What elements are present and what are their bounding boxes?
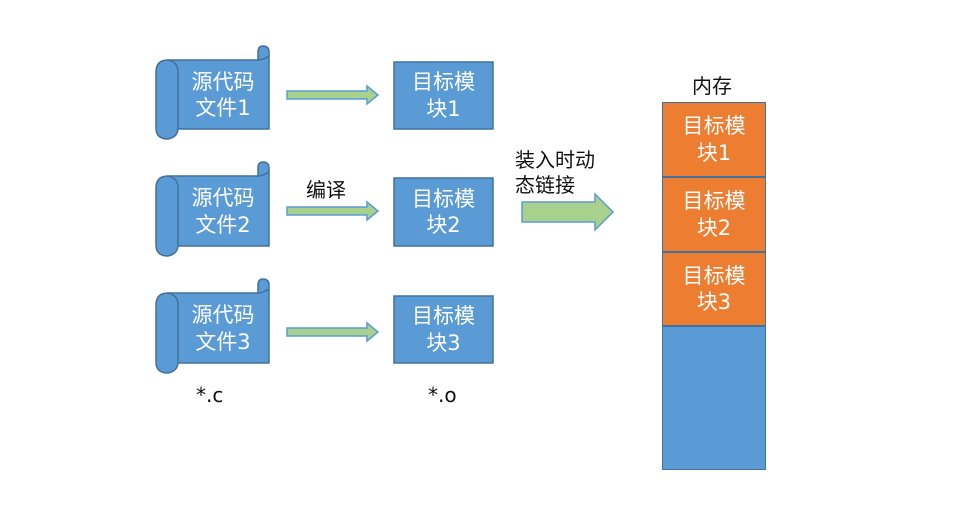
source-scroll-1 bbox=[155, 45, 270, 140]
module-box-3 bbox=[393, 295, 494, 364]
object-extension-label: *.o bbox=[428, 383, 457, 407]
memory-free-space bbox=[662, 326, 766, 470]
module-label-2: 目标模 块2 bbox=[412, 186, 475, 237]
source-label-2: 源代码 文件2 bbox=[191, 186, 255, 237]
source-label-3: 源代码 文件3 bbox=[191, 303, 255, 354]
source-scroll-3 bbox=[155, 278, 270, 374]
memory-block-2: 目标模 块2 bbox=[662, 177, 766, 252]
module-label-3: 目标模 块3 bbox=[412, 304, 475, 355]
link-arrow bbox=[521, 192, 615, 232]
module-box-2 bbox=[393, 177, 494, 247]
compile-label: 编译 bbox=[306, 178, 346, 202]
compile-arrow-1 bbox=[286, 84, 380, 106]
module-box-1 bbox=[393, 61, 494, 130]
compile-arrow-3 bbox=[286, 321, 380, 343]
memory-block-1: 目标模 块1 bbox=[662, 102, 766, 177]
compile-arrow-2 bbox=[286, 200, 380, 222]
source-label-1: 源代码 文件1 bbox=[191, 69, 255, 120]
memory-block-3: 目标模 块3 bbox=[662, 252, 766, 326]
link-label: 装入时动 态链接 bbox=[515, 148, 595, 197]
module-label-1: 目标模 块1 bbox=[412, 70, 475, 121]
source-scroll-2 bbox=[155, 161, 270, 257]
source-extension-label: *.c bbox=[196, 383, 224, 407]
memory-title: 内存 bbox=[692, 74, 732, 98]
